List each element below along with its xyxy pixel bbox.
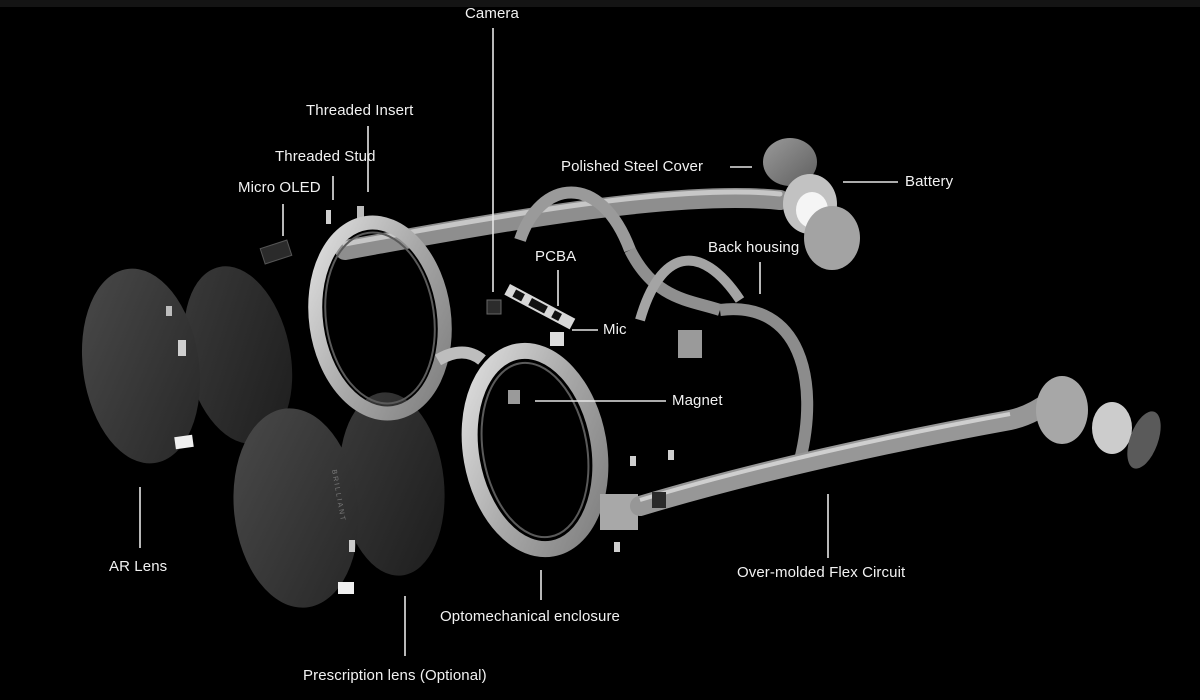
optomechanical-enclosure	[461, 342, 638, 558]
label-micro-oled: Micro OLED	[238, 179, 321, 196]
polished-steel-cover	[763, 138, 817, 186]
ar-lens-back	[183, 266, 293, 444]
label-battery: Battery	[905, 173, 954, 190]
battery	[763, 138, 860, 270]
screw-b	[668, 450, 674, 460]
micro-oled-chip	[259, 239, 293, 265]
label-prescription-lens: Prescription lens (Optional)	[303, 667, 487, 684]
label-mic: Mic	[603, 321, 627, 338]
label-over-molded-flex-circuit: Over-molded Flex Circuit	[737, 564, 906, 581]
optomechanical-enclosure-left	[308, 215, 452, 421]
leader-lines	[139, 28, 898, 656]
label-threaded-insert: Threaded Insert	[306, 102, 414, 119]
camera-module	[486, 299, 502, 315]
label-camera: Camera	[465, 5, 519, 22]
pcba-board	[504, 284, 576, 330]
screw-c	[614, 542, 620, 552]
ar-lens	[81, 268, 201, 464]
back-housing	[514, 186, 814, 462]
prescription-lens	[233, 408, 359, 608]
label-polished-steel-cover: Polished Steel Cover	[561, 158, 704, 175]
label-ar-lens: AR Lens	[109, 558, 168, 575]
mic-part	[550, 332, 564, 346]
label-magnet: Magnet	[672, 392, 723, 409]
label-pcba: PCBA	[535, 248, 577, 265]
rear-pod	[1036, 376, 1161, 469]
label-back-housing: Back housing	[708, 239, 800, 256]
screw-a	[630, 456, 636, 466]
prescription-lens-back	[339, 392, 445, 576]
threaded-insert-part	[357, 206, 364, 218]
label-threaded-stud: Threaded Stud	[275, 148, 376, 165]
label-optomechanical-enclosure: Optomechanical enclosure	[440, 608, 620, 625]
threaded-stud-part	[326, 210, 331, 224]
magnet-part	[508, 390, 520, 404]
flex-circuit-arm	[630, 385, 1070, 516]
top-strip	[0, 0, 1200, 7]
